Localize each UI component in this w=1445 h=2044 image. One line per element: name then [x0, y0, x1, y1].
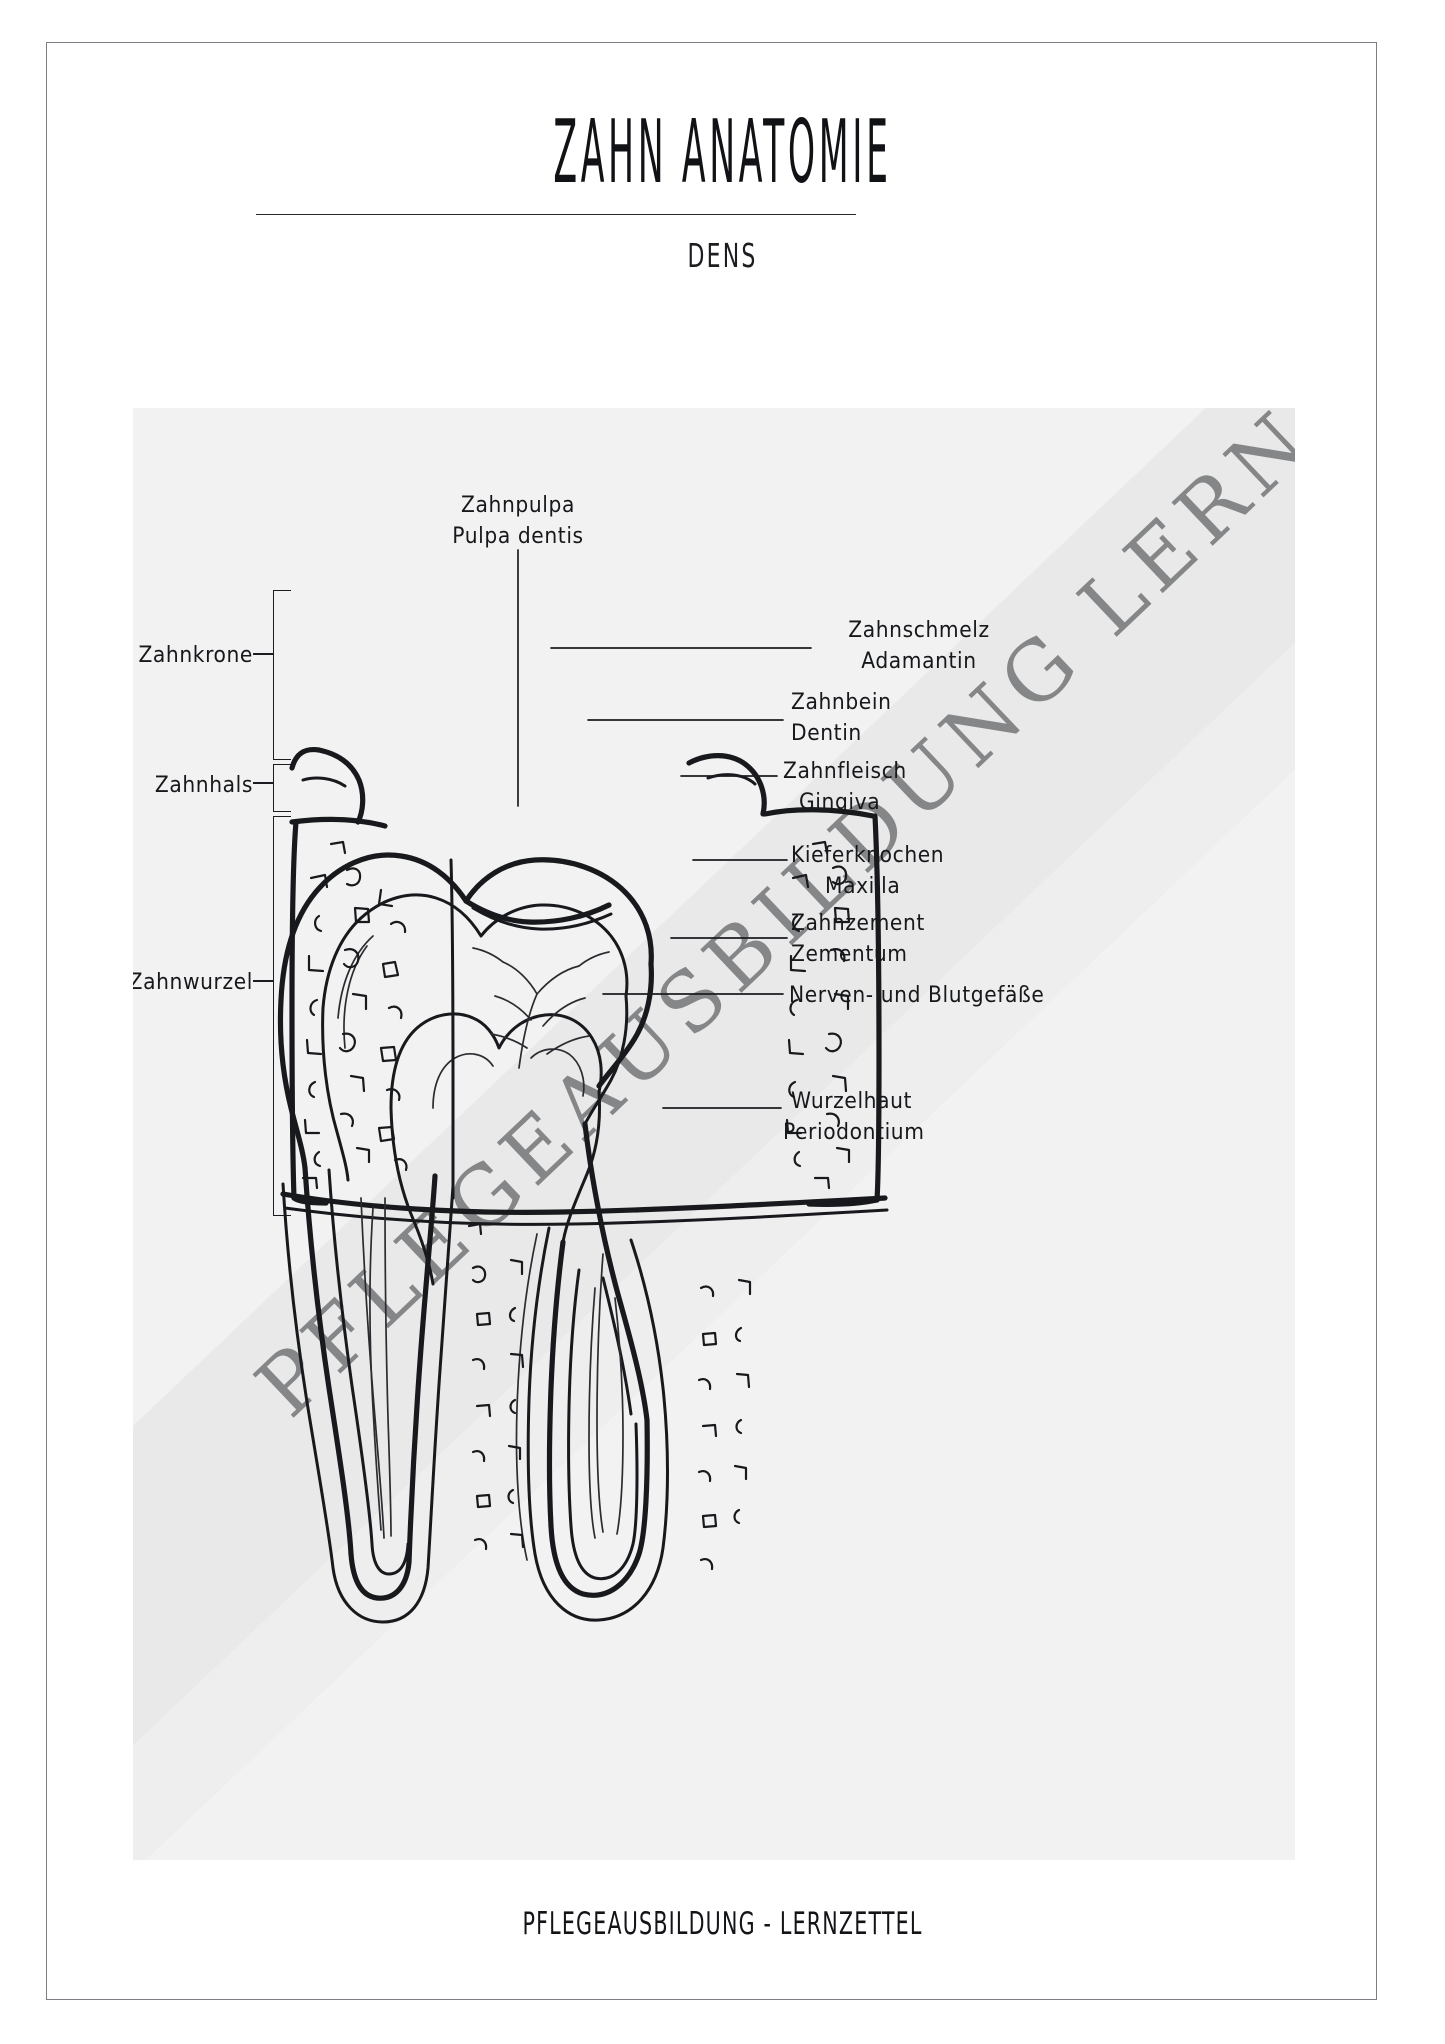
label-zahnfleisch-german: Zahnfleisch — [783, 758, 907, 784]
bone-texture-center — [467, 1222, 525, 1551]
bone-texture-island — [697, 1278, 752, 1571]
label-zahnwurzel: Zahnwurzel — [133, 967, 253, 998]
bracket-zahnwurzel — [273, 816, 291, 1216]
footer-credit: PFLEGEAUSBILDUNG - LERNZETTEL — [522, 1906, 923, 1942]
label-zahnkrone: Zahnkrone — [133, 640, 253, 671]
label-kieferknochen: Kieferknochen Maxilla — [791, 840, 944, 902]
label-zahnpulpa: Zahnpulpa Pulpa dentis — [368, 490, 668, 552]
tick-zahnwurzel — [253, 980, 273, 982]
page-title: ZAHN ANATOMIE — [553, 102, 892, 204]
label-wurzelhaut-german: Wurzelhaut — [791, 1088, 913, 1114]
label-zahnhals: Zahnhals — [133, 770, 253, 801]
label-nerven-blutgefaesse-german: Nerven- und Blutgefäße — [789, 982, 1045, 1008]
bracket-zahnhals — [273, 764, 291, 812]
bracket-zahnkrone — [273, 590, 291, 760]
label-zahnfleisch: Zahnfleisch Gingiva — [783, 756, 907, 818]
label-kieferknochen-latin: Maxilla — [825, 873, 901, 899]
bone-texture-left — [301, 840, 408, 1190]
label-zahnpulpa-german: Zahnpulpa — [461, 492, 575, 518]
label-zahnwurzel-german: Zahnwurzel — [133, 969, 253, 995]
diagram-panel: PFLEGEAUSBILDUNG LERNZETTEL .s { fill:no… — [133, 408, 1295, 1860]
label-wurzelhaut: Wurzelhaut Periodontium — [783, 1086, 925, 1148]
page-subtitle: DENS — [687, 236, 758, 275]
title-divider — [256, 214, 856, 215]
label-zahnkrone-german: Zahnkrone — [138, 642, 253, 668]
label-zahnbein-latin: Dentin — [791, 720, 862, 746]
label-zahnfleisch-latin: Gingiva — [799, 789, 881, 815]
label-zahnbein: Zahnbein Dentin — [791, 687, 892, 749]
label-zahnschmelz: Zahnschmelz Adamantin — [819, 615, 1019, 677]
label-zahnpulpa-latin: Pulpa dentis — [452, 523, 584, 549]
bone-texture-right — [785, 840, 851, 1190]
label-wurzelhaut-latin: Periodontium — [783, 1119, 925, 1145]
tooth-illustration: .s { fill:none; stroke:#17191c; stroke-w… — [277, 549, 889, 1624]
label-zahnbein-german: Zahnbein — [791, 689, 892, 715]
label-zahnzement-german: Zahnzement — [791, 910, 925, 936]
label-zahnzement: Zahnzement Zementum — [791, 908, 925, 970]
label-zahnzement-latin: Zementum — [791, 941, 908, 967]
label-zahnhals-german: Zahnhals — [154, 772, 253, 798]
label-zahnschmelz-latin: Adamantin — [861, 648, 977, 674]
label-nerven-blutgefaesse: Nerven- und Blutgefäße — [789, 980, 1044, 1011]
tick-zahnkrone — [253, 653, 273, 655]
tick-zahnhals — [253, 782, 273, 784]
label-kieferknochen-german: Kieferknochen — [791, 842, 945, 868]
label-zahnschmelz-german: Zahnschmelz — [848, 617, 990, 643]
